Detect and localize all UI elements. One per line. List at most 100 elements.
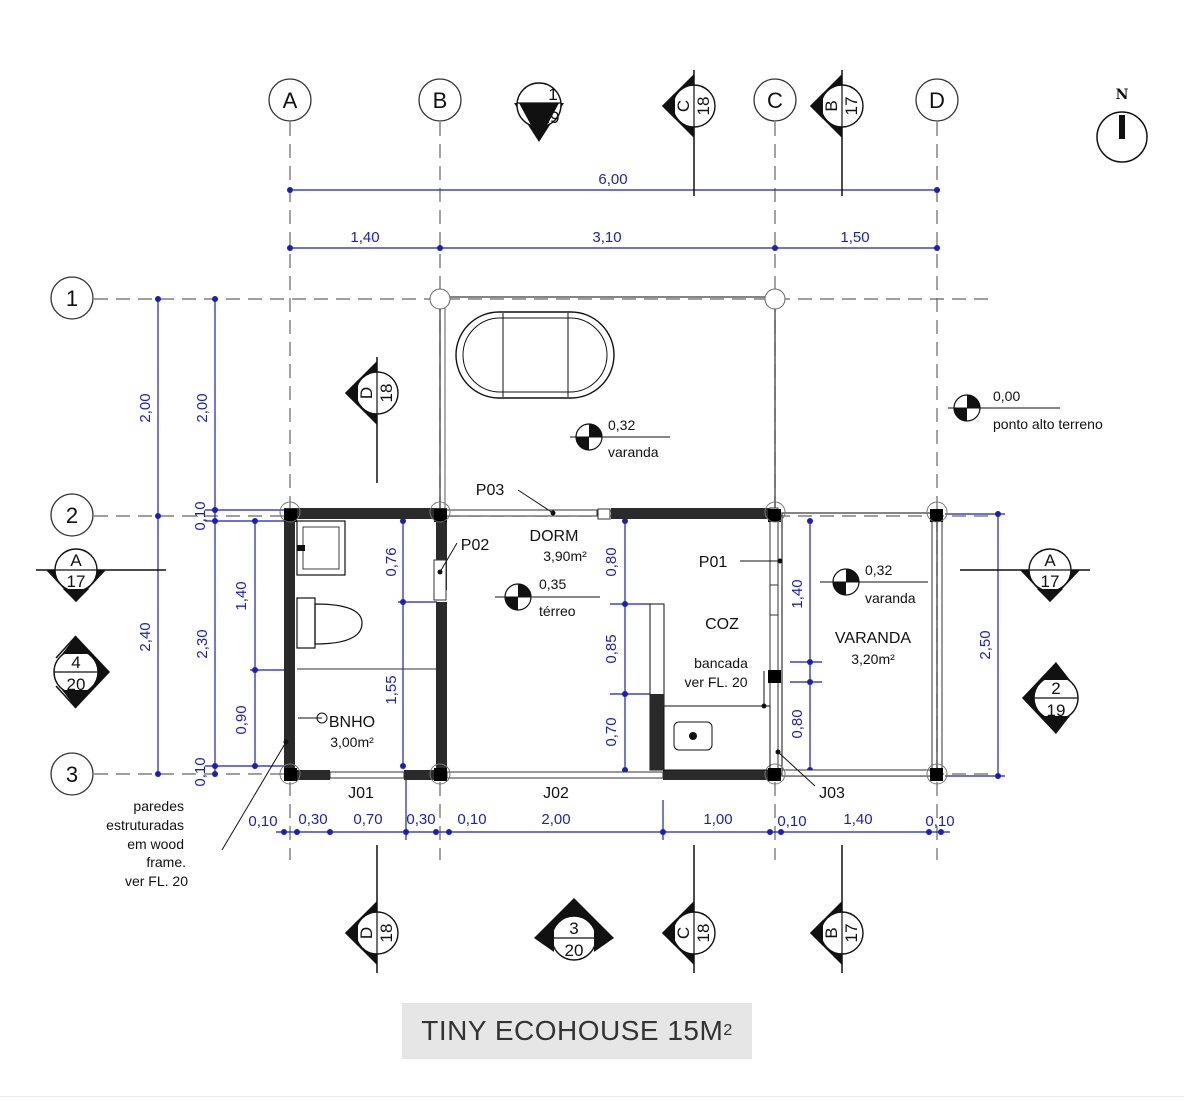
svg-text:C: C (674, 927, 693, 939)
svg-text:em wood: em wood (127, 836, 184, 852)
svg-text:térreo: térreo (539, 603, 576, 619)
level-marker-terreo: 0,35 térreo (495, 576, 600, 619)
svg-text:1,00: 1,00 (703, 811, 732, 828)
hot-tub-icon (455, 311, 615, 399)
svg-text:estruturadas: estruturadas (106, 817, 184, 833)
bathroom-fixtures (296, 520, 436, 724)
svg-text:18: 18 (694, 924, 713, 943)
svg-text:P03: P03 (476, 482, 505, 499)
svg-text:0,30: 0,30 (298, 811, 327, 828)
svg-text:2,40: 2,40 (137, 622, 154, 651)
svg-text:J01: J01 (348, 785, 374, 802)
opening-labels: P03 P02 P01 J01 J02 J03 (348, 482, 845, 802)
grid-bubble-D: D (915, 78, 959, 122)
grid-bubble-1: 1 (50, 276, 94, 320)
room-labels: DORM 3,90m² COZ VARANDA 3,20m² BNHO 3,00… (329, 528, 912, 750)
kitchen-counter (649, 603, 771, 771)
section-mark-d18-bottom: D 18 (345, 845, 399, 973)
leader-lines (221, 489, 816, 851)
svg-text:0,10: 0,10 (777, 813, 806, 830)
section-mark-c18-bottom: C 18 (662, 845, 716, 973)
section-mark-a17-left: A 17 (36, 548, 166, 602)
svg-text:17: 17 (1041, 572, 1060, 591)
bnho-area: 3,00m² (330, 734, 374, 750)
dorm-label: DORM (530, 528, 579, 545)
svg-text:3: 3 (66, 762, 78, 787)
svg-text:A: A (283, 88, 298, 113)
svg-text:J02: J02 (543, 785, 569, 802)
svg-text:0,10: 0,10 (192, 757, 209, 786)
svg-text:19: 19 (1047, 701, 1066, 720)
level-marker-varanda-right: 0,32 varanda (820, 562, 928, 606)
sink-icon (296, 520, 346, 576)
bathroom-dimensions: 0,76 1,55 (383, 518, 437, 769)
grid-bubble-3: 3 (50, 752, 94, 796)
svg-text:varanda: varanda (608, 444, 659, 460)
svg-text:A: A (70, 551, 82, 570)
kitchen-dimensions: 1,40 0,80 (789, 518, 822, 773)
svg-text:0,10: 0,10 (925, 813, 954, 830)
grid-bubble-A: A (268, 78, 312, 122)
bancada-ref: ver FL. 20 (684, 674, 747, 690)
varanda-area: 3,20m² (851, 651, 895, 667)
svg-text:0,32: 0,32 (865, 562, 892, 578)
grid-bubble-2: 2 (50, 493, 94, 537)
section-mark-3-20: 3 20 (534, 898, 614, 961)
svg-text:2,30: 2,30 (194, 629, 211, 658)
svg-text:1,40: 1,40 (789, 579, 806, 608)
svg-text:0,70: 0,70 (353, 811, 382, 828)
svg-text:17: 17 (67, 572, 86, 591)
svg-text:0,35: 0,35 (539, 576, 566, 592)
svg-text:ver FL. 20: ver FL. 20 (125, 873, 188, 889)
svg-text:varanda: varanda (865, 590, 916, 606)
svg-text:ponto alto terreno: ponto alto terreno (993, 416, 1103, 432)
svg-text:0,80: 0,80 (789, 709, 806, 738)
svg-text:17: 17 (842, 924, 861, 943)
svg-text:A: A (1044, 551, 1056, 570)
svg-text:0,76: 0,76 (383, 547, 400, 576)
grid-bubble-B: B (418, 78, 462, 122)
svg-text:0,32: 0,32 (608, 417, 635, 433)
grid-bubble-C: C (753, 78, 797, 122)
svg-text:B: B (433, 88, 448, 113)
svg-text:20: 20 (565, 941, 584, 960)
section-mark-4-20: 4 20 (53, 635, 110, 709)
svg-text:1: 1 (548, 85, 557, 104)
svg-text:0,10: 0,10 (192, 501, 209, 530)
svg-text:1: 1 (66, 286, 78, 311)
dorm-dimensions: 0,80 0,85 0,70 (603, 518, 650, 773)
section-mark-2-19: 2 19 (1022, 662, 1079, 734)
section-mark-b17-bottom: B 17 (810, 845, 864, 973)
dorm-area: 3,90m² (543, 548, 587, 564)
shower-icon (298, 712, 328, 724)
north-arrow-icon: N (1096, 87, 1148, 163)
svg-text:0,10: 0,10 (457, 811, 486, 828)
walls (279, 501, 948, 785)
svg-text:P02: P02 (461, 537, 490, 554)
svg-text:1,55: 1,55 (383, 675, 400, 704)
toilet-icon (296, 597, 363, 649)
top-dimensions: 6,00 1,40 3,10 1,50 (287, 171, 940, 251)
svg-text:0,85: 0,85 (603, 634, 620, 663)
svg-text:18: 18 (694, 97, 713, 116)
right-dimensions: 2,50 (945, 511, 1005, 779)
svg-text:N: N (1116, 87, 1129, 103)
section-mark-c18-top: C 18 (662, 70, 716, 196)
svg-text:3: 3 (569, 919, 578, 938)
svg-text:0,30: 0,30 (406, 811, 435, 828)
svg-text:2: 2 (1051, 679, 1060, 698)
svg-text:4: 4 (71, 653, 80, 672)
svg-text:0,00: 0,00 (993, 388, 1020, 404)
svg-text:paredes: paredes (133, 798, 184, 814)
svg-text:0,70: 0,70 (603, 717, 620, 746)
svg-text:2,00: 2,00 (137, 393, 154, 422)
coz-label: COZ (705, 616, 739, 633)
divider (0, 1096, 1184, 1097)
svg-text:18: 18 (377, 384, 396, 403)
svg-text:D: D (357, 387, 376, 399)
section-mark-a17-right: A 17 (960, 548, 1090, 602)
wall-note: paredes estruturadas em wood frame. ver … (106, 798, 188, 889)
